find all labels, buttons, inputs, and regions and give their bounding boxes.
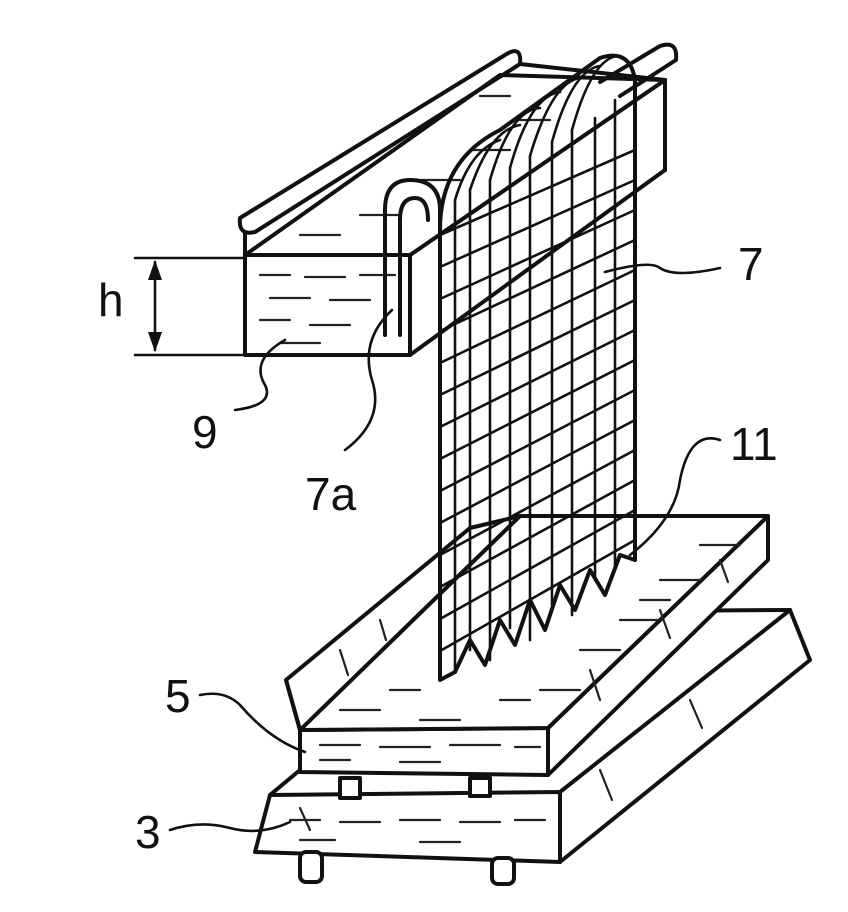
label-11: 11: [730, 418, 778, 470]
height-dimension: [135, 258, 245, 355]
label-9: 9: [192, 406, 218, 458]
label-7a: 7a: [305, 468, 357, 520]
label-7: 7: [738, 238, 764, 290]
label-3: 3: [135, 806, 161, 858]
label-h: h: [98, 274, 124, 326]
upper-trough: [240, 45, 676, 355]
label-5: 5: [165, 670, 191, 722]
